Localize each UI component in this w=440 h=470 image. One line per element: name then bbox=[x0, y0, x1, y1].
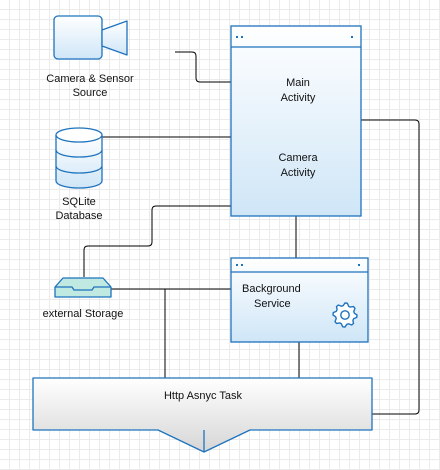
database-label-line2: Database bbox=[55, 210, 102, 222]
database-node: SQLite Database bbox=[55, 127, 103, 222]
camera-activity-line1: Camera bbox=[278, 152, 318, 164]
main-activity-line2: Activity bbox=[281, 92, 316, 104]
activity-window: Main Activity Camera Activity bbox=[230, 25, 362, 217]
connector-activity-to-task-loop bbox=[361, 119, 420, 415]
gear-icon bbox=[332, 302, 358, 328]
camera-label-line2: Source bbox=[73, 87, 108, 99]
window-controls bbox=[236, 36, 353, 38]
database-label-line1: SQLite bbox=[62, 196, 96, 208]
service-label-line2: Service bbox=[254, 298, 291, 310]
connector-storage-to-activity bbox=[83, 205, 231, 277]
video-camera-icon bbox=[53, 15, 128, 60]
storage-label: external Storage bbox=[43, 308, 124, 320]
service-window: Background Service bbox=[230, 257, 369, 343]
camera-node: Camera & Sensor Source bbox=[46, 15, 134, 99]
task-label: Http Asnyc Task bbox=[164, 390, 243, 402]
connectors bbox=[83, 51, 420, 415]
camera-activity-line2: Activity bbox=[281, 167, 316, 179]
task-node: Http Asnyc Task bbox=[32, 377, 373, 453]
camera-label-line1: Camera & Sensor bbox=[46, 73, 134, 85]
inbox-tray-icon bbox=[54, 277, 112, 298]
service-label-line1: Background bbox=[242, 283, 301, 295]
database-cylinder-icon bbox=[55, 127, 103, 189]
window-controls bbox=[236, 264, 360, 266]
main-activity-line1: Main bbox=[286, 77, 310, 89]
storage-node: external Storage bbox=[43, 277, 124, 320]
connector-camera-to-activity bbox=[175, 51, 231, 83]
